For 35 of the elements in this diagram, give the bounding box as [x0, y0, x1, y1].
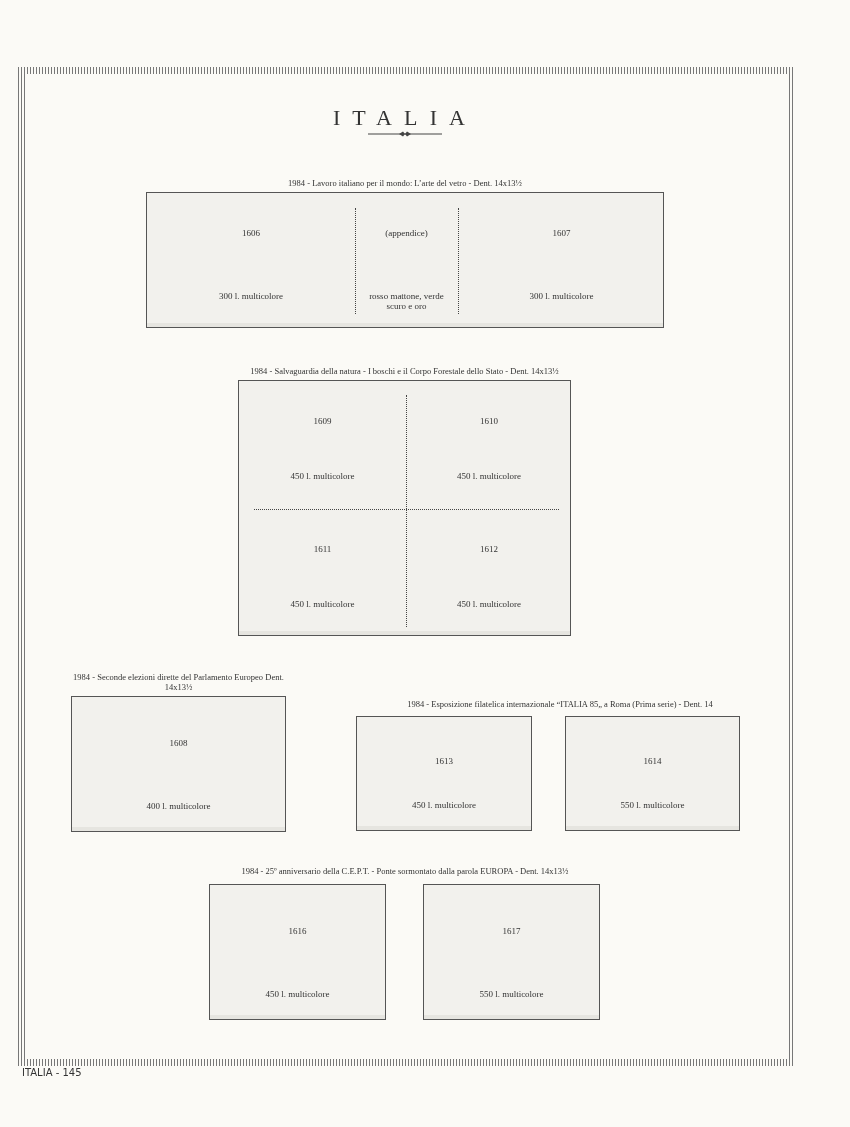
- catalogue-number: 1616: [287, 926, 308, 936]
- stamp-description: 450 l. multicolore: [264, 989, 331, 999]
- catalogue-number: (appendice): [384, 228, 429, 238]
- stamp-description: 300 l. multicolore: [217, 291, 285, 301]
- catalogue-number: 1611: [312, 544, 333, 554]
- stamp-description: 300 l. multicolore: [528, 291, 595, 301]
- stamp-description: 450 l. multicolore: [410, 800, 478, 810]
- stamp-description: 550 l. multicolore: [619, 800, 686, 810]
- stamp-mount: [423, 884, 600, 1020]
- stamp-description: rosso mattone, verde scuro e oro: [368, 291, 445, 311]
- catalogue-number: 1606: [241, 228, 261, 238]
- stamp-description: 450 l. multicolore: [455, 599, 523, 609]
- section-heading: 1984 - Lavoro italiano per il mondo: L’arte del vetro - Dent. 14x13½: [288, 178, 522, 188]
- page-footer: ITALIA - 145: [22, 1067, 82, 1078]
- catalogue-number: 1609: [312, 416, 333, 426]
- catalogue-number: 1608: [168, 738, 189, 748]
- catalogue-number: 1607: [551, 228, 572, 238]
- stamp-description: 450 l. multicolore: [289, 471, 356, 481]
- catalogue-number: 1613: [434, 756, 454, 766]
- stamp-mount: [356, 716, 532, 831]
- stamp-description: 400 l. multicolore: [145, 801, 212, 811]
- catalogue-number: 1614: [642, 756, 663, 766]
- section-heading: 1984 - Seconde elezioni dirette del Parlamento Europeo Dent. 14x13½: [72, 672, 285, 692]
- catalogue-number: 1610: [479, 416, 499, 426]
- stamp-mount: [209, 884, 386, 1020]
- section-heading: 1984 - 25º anniversario della C.E.P.T. - Ponte sormontato dalla parola EUROPA - Dent. 14x13½: [241, 867, 569, 877]
- catalogue-number: 1612: [479, 544, 499, 554]
- section-heading: 1984 - Salvaguardia della natura - I boschi e il Corpo Forestale dello Stato - Dent. 14x13½: [250, 366, 559, 376]
- stamp-description: 550 l. multicolore: [478, 989, 545, 999]
- stamp-description: 450 l. multicolore: [289, 599, 356, 609]
- catalogue-number: 1617: [501, 926, 522, 936]
- page-title: ITALIA: [332, 106, 478, 131]
- stamp-description: 450 l. multicolore: [455, 471, 523, 481]
- section-heading: 1984 - Esposizione filatelica internazionale “ITALIA 85„ a Roma (Prima serie) - Dent. 14: [407, 700, 713, 710]
- stamp-mount: [565, 716, 740, 831]
